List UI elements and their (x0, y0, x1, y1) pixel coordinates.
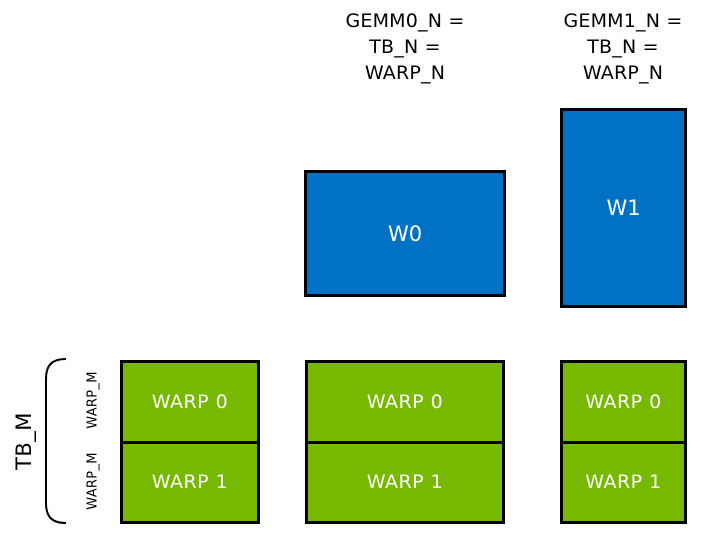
warp-cell: WARP 1 (308, 443, 502, 521)
warp-cell: WARP 1 (563, 443, 684, 521)
header-line: WARP_N (582, 62, 664, 84)
warp-cell-label: WARP 0 (151, 390, 229, 413)
warp-tile-label: W0 (387, 221, 423, 246)
threadblock-tile-0: WARP 0 WARP 1 (120, 360, 260, 524)
tb-m-bracket-icon (45, 358, 67, 524)
gemm1-column-header: GEMM1_N = TB_N = WARP_N (513, 8, 720, 86)
header-line: GEMM0_N = (345, 10, 465, 32)
warp-cell-label: WARP 0 (585, 390, 662, 413)
warp-cell: WARP 0 (308, 363, 502, 444)
header-line: TB_N = (369, 36, 441, 58)
warp-cell: WARP 0 (123, 363, 257, 444)
header-line: GEMM1_N = (563, 10, 683, 32)
warp-cell-label: WARP 1 (366, 471, 444, 494)
warp-tile-w0: W0 (304, 170, 506, 297)
warp-cell-label: WARP 1 (151, 471, 229, 494)
warp-m-label-1: WARP_M (85, 452, 101, 510)
threadblock-tile-1: WARP 0 WARP 1 (305, 360, 505, 524)
warp-cell-label: WARP 1 (585, 471, 662, 494)
header-line: TB_N = (587, 36, 659, 58)
warp-m-label-0: WARP_M (85, 371, 101, 429)
gemm0-column-header: GEMM0_N = TB_N = WARP_N (295, 8, 515, 86)
threadblock-tile-2: WARP 0 WARP 1 (560, 360, 687, 524)
warp-cell-label: WARP 0 (366, 390, 444, 413)
warp-tile-label: W1 (606, 196, 641, 220)
header-line: WARP_N (364, 62, 446, 84)
tb-m-label: TB_M (12, 412, 36, 470)
warp-cell: WARP 0 (563, 363, 684, 444)
warp-tile-w1: W1 (560, 108, 687, 308)
warp-cell: WARP 1 (123, 443, 257, 521)
